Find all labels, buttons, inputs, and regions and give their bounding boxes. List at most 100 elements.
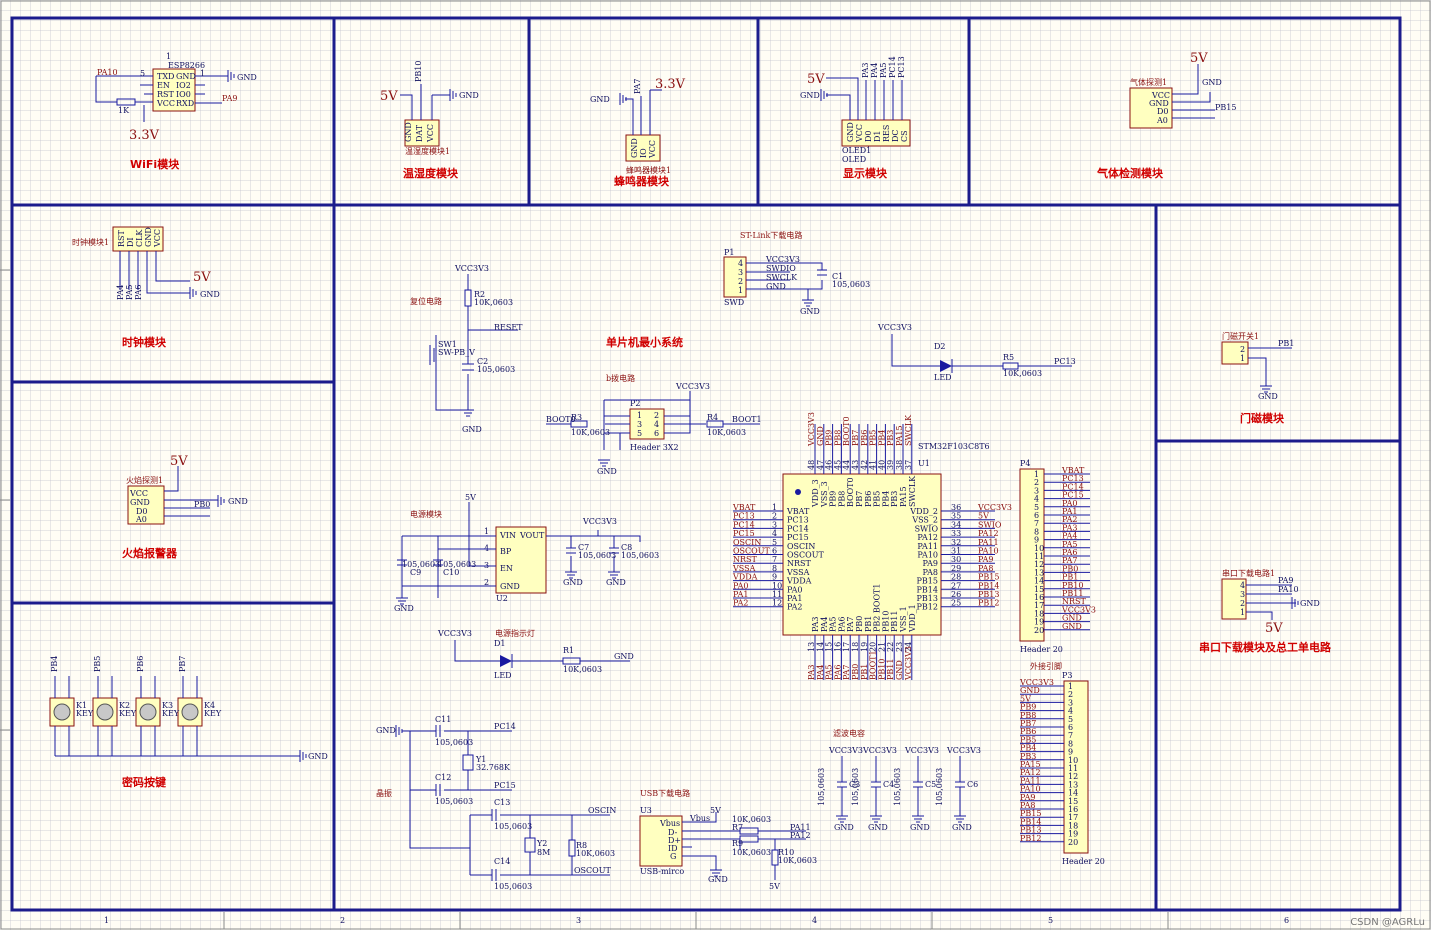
svg-text:D+: D+ bbox=[668, 836, 681, 845]
header-net-label: PB4 bbox=[1020, 744, 1036, 753]
mcu-pin-label: PB9 bbox=[829, 491, 838, 507]
svg-text:PA5: PA5 bbox=[125, 284, 134, 300]
mcu-pin-label: PC14 bbox=[787, 524, 809, 533]
mcu-pin-number: 14 bbox=[816, 642, 825, 652]
svg-text:SWDIO: SWDIO bbox=[766, 264, 796, 273]
svg-text:电源指示灯: 电源指示灯 bbox=[495, 628, 535, 638]
svg-text:PB4: PB4 bbox=[50, 656, 59, 672]
mcu-pin-label: VSSA bbox=[786, 568, 810, 577]
svg-text:D1: D1 bbox=[494, 639, 506, 648]
header-pin-number: 3 bbox=[1034, 486, 1039, 495]
header-pin-number: 3 bbox=[1068, 698, 1073, 707]
svg-text:10K,0603: 10K,0603 bbox=[576, 849, 615, 858]
svg-text:3.3V: 3.3V bbox=[129, 128, 160, 143]
svg-text:8M: 8M bbox=[537, 848, 550, 857]
cap-designator: C5 bbox=[925, 780, 936, 789]
mcu-pin-number: 46 bbox=[825, 460, 834, 470]
mcu-pin-number: 37 bbox=[904, 460, 913, 470]
header-pin-number: 7 bbox=[1034, 519, 1039, 528]
svg-text:SWD: SWD bbox=[724, 298, 744, 307]
mcu-pin-label: VDD_1 bbox=[908, 604, 917, 633]
svg-text:1: 1 bbox=[484, 527, 489, 536]
watermark: CSDN @AGRLu bbox=[1350, 917, 1425, 928]
mcu-net-label: VDDA bbox=[732, 573, 758, 582]
svg-text:5V: 5V bbox=[465, 493, 476, 502]
svg-text:外接引脚: 外接引脚 bbox=[1030, 661, 1062, 671]
svg-text:2: 2 bbox=[738, 277, 743, 286]
mcu-pin-number: 28 bbox=[951, 573, 961, 582]
svg-text:PA11: PA11 bbox=[790, 823, 811, 832]
mcu-pin-label: NRST bbox=[787, 559, 812, 568]
mcu-pin-number: 5 bbox=[772, 538, 777, 547]
svg-text:Vbus: Vbus bbox=[659, 819, 680, 828]
mcu-pin-label: SWCLK bbox=[908, 475, 917, 507]
svg-text:GND: GND bbox=[590, 95, 610, 104]
svg-text:EN: EN bbox=[157, 81, 170, 90]
svg-text:PA3: PA3 bbox=[861, 62, 870, 78]
svg-text:PA5: PA5 bbox=[879, 62, 888, 78]
header-pin-number: 6 bbox=[1034, 511, 1039, 520]
mcu-pin-number: 17 bbox=[842, 642, 851, 652]
svg-text:VCC: VCC bbox=[129, 489, 148, 498]
keys-module: GND PB4 PB5 PB6 PB7 K1 K2 K3 K4 KEY KEY … bbox=[49, 656, 328, 789]
mcu-net-label: PB7 bbox=[851, 430, 860, 446]
mcu-pin-label: PB11 bbox=[890, 611, 899, 632]
header-net-label: NRST bbox=[1062, 597, 1087, 606]
mcu-net-label: BOOT1 bbox=[869, 650, 878, 680]
mcu-pin-label: VDD_2 bbox=[909, 507, 938, 516]
mcu-pin-number: 23 bbox=[895, 642, 904, 652]
cap-gnd-label: GND bbox=[834, 823, 854, 832]
svg-text:R5: R5 bbox=[1003, 353, 1014, 362]
svg-text:Y1: Y1 bbox=[475, 755, 486, 764]
svg-text:K2: K2 bbox=[119, 701, 130, 710]
svg-text:VCC: VCC bbox=[153, 229, 162, 248]
svg-text:5: 5 bbox=[140, 69, 145, 78]
mcu-pin-label: VSS_3 bbox=[820, 481, 829, 508]
svg-text:C13: C13 bbox=[494, 798, 510, 807]
svg-text:10K,0603: 10K,0603 bbox=[732, 815, 771, 824]
svg-text:C10: C10 bbox=[443, 568, 459, 577]
svg-text:GND: GND bbox=[846, 122, 855, 142]
mcu-net-label: PC15 bbox=[733, 529, 755, 538]
mcu-pin-number: 34 bbox=[951, 520, 961, 529]
svg-text:TXD: TXD bbox=[157, 72, 174, 81]
mcu-pin-number: 11 bbox=[772, 590, 782, 599]
led-d1: VCC3V3 电源指示灯 D1 LED R1 10K,0603 GND bbox=[437, 628, 634, 680]
svg-text:USB下载电路: USB下载电路 bbox=[640, 788, 690, 798]
svg-text:Vbus: Vbus bbox=[689, 814, 710, 823]
svg-text:R10: R10 bbox=[778, 848, 794, 857]
svg-text:105,0603: 105,0603 bbox=[578, 551, 616, 560]
svg-text:R2: R2 bbox=[474, 290, 485, 299]
header-pin-number: 2 bbox=[1034, 478, 1039, 487]
header-pin-number: 15 bbox=[1068, 797, 1078, 806]
mcu-pin-label: PA7 bbox=[846, 616, 855, 632]
mcu-net-label: GND bbox=[816, 426, 825, 446]
svg-text:GND: GND bbox=[228, 497, 248, 506]
mcu-net-label: PB11 bbox=[886, 659, 895, 680]
mcu-net-label: VCC3V3 bbox=[904, 646, 913, 681]
svg-text:Header 20: Header 20 bbox=[1062, 857, 1105, 866]
mcu-net-label: PC13 bbox=[733, 512, 755, 521]
mcu-net-label: PA6 bbox=[833, 664, 842, 680]
key-k1 bbox=[49, 697, 75, 727]
svg-text:GND: GND bbox=[766, 282, 786, 291]
mcu-pin-label: PB13 bbox=[917, 594, 938, 603]
svg-text:GND: GND bbox=[500, 582, 520, 591]
svg-text:b拨电路: b拨电路 bbox=[606, 373, 635, 383]
mcu-pin-label: VSS_1 bbox=[899, 606, 908, 633]
mcu-pin-number: 18 bbox=[851, 642, 860, 652]
wifi-module: 1 ESP8266 TXD EN RST VCC GND IO2 IO0 RXD… bbox=[95, 52, 257, 171]
svg-text:PA9: PA9 bbox=[1278, 576, 1294, 585]
svg-text:SW1: SW1 bbox=[438, 340, 457, 349]
mcu-pin-label: PA2 bbox=[787, 603, 803, 612]
header-net-label: PA15 bbox=[1020, 760, 1041, 769]
mcu-pin-number: 9 bbox=[772, 573, 777, 582]
cap-value: 105,0603 bbox=[817, 768, 826, 806]
mcu-net-label: PB1 bbox=[860, 664, 869, 680]
header-pin-number: 5 bbox=[1034, 503, 1039, 512]
svg-text:SW-PB_V: SW-PB_V bbox=[438, 348, 475, 357]
mcu-pin-label: PB1 bbox=[864, 616, 873, 632]
svg-text:VCC: VCC bbox=[426, 124, 435, 143]
mcu-pin-number: 6 bbox=[772, 547, 777, 556]
